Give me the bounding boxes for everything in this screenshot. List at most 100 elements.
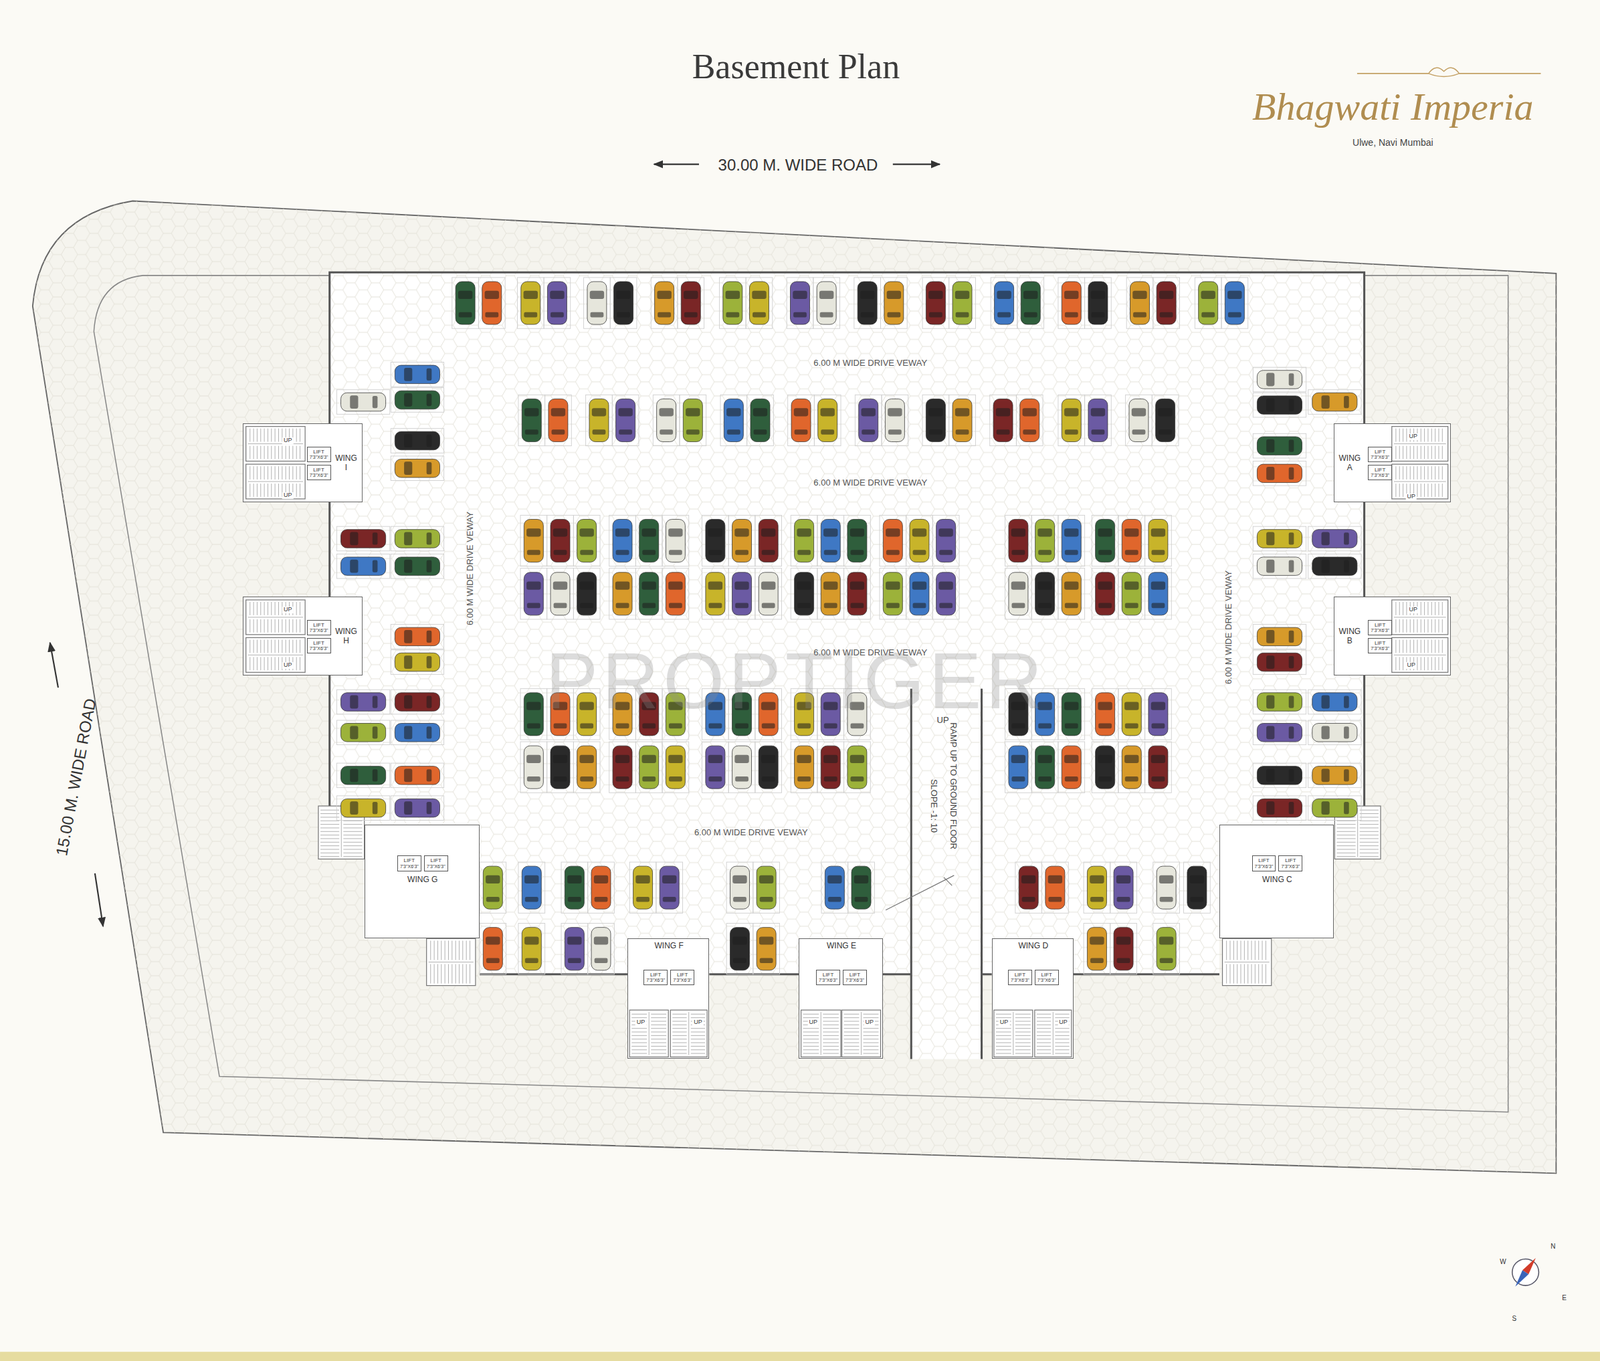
car-window [579,581,594,590]
car-window [726,408,741,417]
car-window [725,312,740,318]
lift-label: LIFT [818,971,838,978]
car-window [1090,896,1104,903]
wing-block: WING HLIFT7'3"X6'3"LIFT7'3"X6'3" [242,596,362,675]
car [394,458,440,477]
driveway-label: 6.00 M WIDE DRIVE VEWAY [813,477,928,487]
parking-stall [817,515,845,566]
car-window [426,695,433,708]
car-window [1151,755,1166,764]
parking-stall [1194,277,1222,329]
car-window [1266,801,1275,815]
car-window [735,603,749,609]
parking-stall [745,277,773,329]
parking-stall [662,568,689,620]
lift-label: LIFT [309,466,329,473]
parking-stall [790,568,818,620]
car-window [526,702,541,711]
car [857,281,877,325]
parking-stall [336,763,390,788]
staircase [426,938,476,986]
stair-label: UP [1408,606,1420,614]
lift-box: LIFT7'3"X6'3" [670,969,695,986]
car-window [567,957,582,964]
car-window [615,581,630,590]
car-window [658,408,673,417]
car-window [1097,528,1112,537]
car [547,281,567,325]
car-window [404,801,413,815]
car-window [1124,755,1139,764]
parking-stall [478,277,506,329]
parking-stall [1058,515,1085,566]
car-window [1091,312,1106,318]
car [564,866,584,910]
car-window [426,393,433,407]
car-window [792,290,807,299]
car-window [1090,957,1104,964]
car-window [1159,936,1174,945]
car-window [860,290,875,299]
car [341,723,386,742]
car-window [1189,896,1204,903]
car-window [591,408,607,417]
car [794,572,815,616]
car-window [1048,896,1062,903]
car-window [1133,312,1147,318]
stair-label: UP [998,1019,1011,1027]
parking-stall [1084,394,1112,446]
road-label: 15.00 M. WIDE ROAD [52,697,100,859]
car-window [797,603,811,609]
setback-line [93,275,1508,1113]
parking-stall [728,741,756,793]
compass-letter: E [1561,1294,1567,1302]
car-window [1201,290,1216,299]
car-window [372,559,378,572]
car-window [404,434,413,448]
car-window [955,408,970,417]
car-window [1288,467,1295,480]
car-window [1266,398,1275,413]
car [341,392,386,411]
parking-stall [1308,389,1362,415]
car [1088,398,1108,442]
staircase [629,1010,669,1057]
car-window [1064,528,1079,537]
car-window [939,603,953,609]
car [936,519,956,562]
parking-stall [787,394,815,446]
car [1095,572,1116,616]
car [993,398,1013,442]
car-window [886,549,900,556]
car-window [938,581,953,590]
parking-stall [1252,367,1306,392]
car-window [820,429,835,435]
car-window [732,936,747,945]
car [749,281,769,325]
car-window [616,290,631,299]
car-window [1189,875,1205,884]
parking-stall [390,650,444,675]
car-window [659,429,673,435]
parking-stall [1042,862,1069,914]
car-window [426,726,433,739]
car-window [662,875,677,884]
watermark: PROPTIGER [545,638,1047,726]
stair-label: UP [1406,662,1418,669]
car-window [1038,549,1052,556]
car-window [349,801,358,815]
car-window [642,549,656,556]
parking-stall [790,741,818,793]
parking-stall [1031,515,1059,566]
parking-stall [1091,568,1119,620]
car-window [1266,768,1275,782]
car [732,572,752,616]
car [1095,745,1116,789]
car-window [888,429,902,435]
car [577,572,597,616]
car-window [708,549,722,556]
car-window [1064,603,1079,609]
car [1061,398,1081,442]
car [1224,281,1245,325]
car [455,281,475,325]
